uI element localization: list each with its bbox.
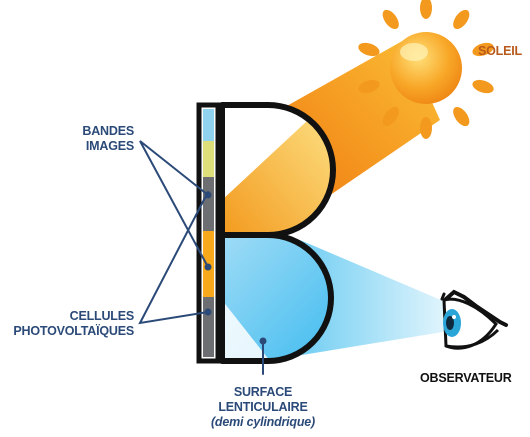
- cells-label-line2: PHOTOVOLTAÏQUES: [13, 324, 134, 338]
- observer-label-text: OBSERVATEUR: [420, 371, 512, 385]
- sun-icon: [358, 0, 494, 139]
- surface-label-line2: LENTICULAIRE: [218, 400, 308, 414]
- band-yellow: [203, 141, 214, 177]
- observer-label: OBSERVATEUR: [420, 371, 512, 386]
- pointer-dots: [204, 191, 267, 345]
- observer-view-beam: [296, 240, 455, 356]
- pointer-lines: [138, 140, 264, 375]
- bands-images-label: BANDES IMAGES: [60, 124, 134, 154]
- bands-label-line1: BANDES: [82, 124, 134, 138]
- lenticular-lens-outline: [219, 102, 336, 364]
- cells-label-line1: CELLULES: [69, 309, 135, 323]
- surface-label-line3: (demi cylindrique): [210, 415, 316, 429]
- sun-label: SOLEIL: [478, 44, 522, 59]
- bands-label-line2: IMAGES: [85, 139, 134, 153]
- cells-pointer: [138, 191, 209, 325]
- sun-label-text: SOLEIL: [478, 44, 522, 58]
- cell-grey-2: [203, 297, 214, 357]
- band-light-blue: [203, 109, 214, 141]
- bands-pointer: [139, 140, 209, 268]
- lenticular-surface-label: SURFACE LENTICULAIRE (demi cylindrique): [198, 385, 328, 430]
- eye-icon: [440, 289, 508, 350]
- surface-label-line1: SURFACE: [233, 385, 293, 399]
- photovoltaic-cells-label: CELLULES PHOTOVOLTAÏQUES: [0, 309, 134, 339]
- cell-grey-1: [203, 177, 214, 231]
